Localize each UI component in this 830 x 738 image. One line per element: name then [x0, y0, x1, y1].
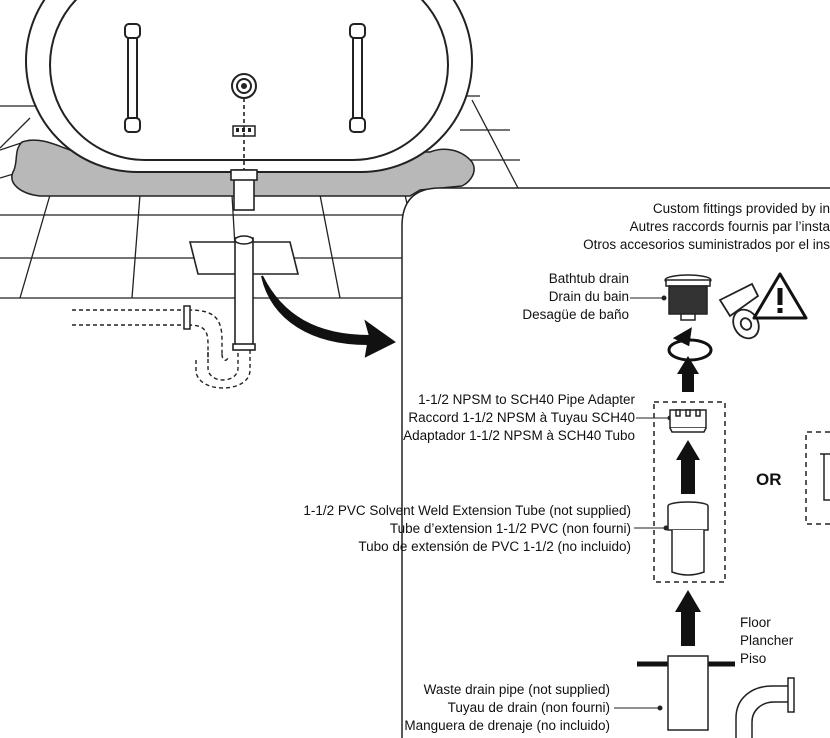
drain-pipe-assembly	[188, 98, 300, 351]
floor-label: Floor Plancher Piso	[740, 614, 793, 668]
bathtub-drain-part	[664, 274, 712, 321]
alternate-option-box	[805, 431, 830, 525]
header-line-fr: Autres raccords fournis par l’insta	[629, 219, 830, 234]
header-line-en: Custom fittings provided by in	[652, 201, 830, 216]
extension-tube-label-es: Tubo de extensión de PVC 1-1/2 (no inclu…	[358, 539, 631, 554]
floor-label-en: Floor	[740, 615, 771, 630]
pointer-arrow	[261, 275, 396, 358]
header-line-es: Otros accesorios suministrados por el in…	[583, 237, 830, 252]
pipe-adapter-label-es: Adaptador 1-1/2 NPSM à SCH40 Tubo	[403, 428, 635, 443]
elbow-fitting-part	[735, 677, 795, 738]
waste-pipe-label-es: Manguera de drenaje (no incluido)	[404, 718, 610, 733]
p-trap-flange	[183, 305, 191, 330]
waste-pipe-label-en: Waste drain pipe (not supplied)	[423, 682, 610, 697]
waste-pipe-label: Waste drain pipe (not supplied) Tuyau de…	[404, 681, 610, 735]
extension-tube-label-fr: Tube d’extension 1-1/2 PVC (non fourni)	[389, 521, 631, 536]
p-trap-dashed	[72, 309, 251, 389]
waste-pipe-label-fr: Tuyau de drain (non fourni)	[447, 700, 610, 715]
pipe-adapter-label: 1-1/2 NPSM to SCH40 Pipe Adapter Raccord…	[403, 391, 635, 445]
floor-label-fr: Plancher	[740, 633, 794, 648]
extension-tube-part	[667, 501, 709, 576]
or-label: OR	[756, 470, 782, 489]
bathtub-drain-label: Bathtub drain Drain du bain Desagüe de b…	[522, 270, 629, 324]
floor-label-es: Piso	[740, 651, 767, 666]
warning-icon	[752, 272, 808, 320]
extension-tube-label: 1-1/2 PVC Solvent Weld Extension Tube (n…	[303, 502, 631, 556]
bathtub-drain-label-fr: Drain du bain	[548, 289, 629, 304]
pipe-adapter-label-en: 1-1/2 NPSM to SCH40 Pipe Adapter	[418, 392, 635, 407]
header-note: Custom fittings provided by in Autres ra…	[450, 200, 830, 254]
bathtub-drain-label-en: Bathtub drain	[548, 271, 629, 286]
waste-drain-pipe-part	[667, 655, 709, 731]
pipe-adapter-part	[669, 409, 707, 433]
tape-roll-icon	[718, 282, 760, 340]
leader-lines	[614, 295, 673, 711]
bathtub	[25, 0, 473, 173]
pipe-adapter-label-fr: Raccord 1-1/2 NPSM à Tuyau SCH40	[408, 410, 635, 425]
up-arrow-icon	[675, 356, 701, 646]
detail-panel	[401, 187, 830, 738]
extension-tube-label-en: 1-1/2 PVC Solvent Weld Extension Tube (n…	[303, 503, 631, 518]
bathtub-drain-label-es: Desagüe de baño	[522, 307, 629, 322]
